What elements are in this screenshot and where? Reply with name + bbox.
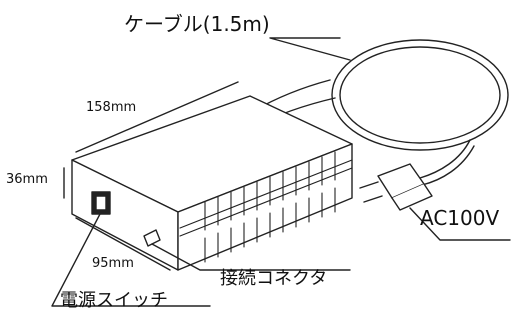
height-dimension: 36mm bbox=[6, 172, 48, 187]
length-dimension: 158mm bbox=[86, 100, 137, 115]
vent-slots bbox=[179, 151, 353, 263]
plug-cable-2 bbox=[421, 145, 475, 186]
connector-label: 接続コネクタ bbox=[220, 268, 328, 289]
plug-face bbox=[391, 183, 433, 211]
leader-plug bbox=[409, 207, 511, 241]
leader-switch bbox=[51, 213, 211, 307]
power-switch-label: 電源スイッチ bbox=[60, 290, 168, 311]
plug-cable bbox=[419, 139, 471, 179]
switch-rocker bbox=[95, 195, 107, 211]
leader-connector bbox=[151, 243, 351, 271]
ac-plug-label: AC100V bbox=[420, 206, 500, 230]
dim-line-width bbox=[75, 217, 171, 271]
cable-coil-inner bbox=[339, 46, 501, 144]
cable-label: ケーブル(1.5m) bbox=[124, 12, 270, 36]
dim-line-length bbox=[75, 81, 239, 153]
plug-prongs bbox=[359, 181, 383, 203]
connector-port bbox=[143, 229, 161, 247]
leader-cable bbox=[269, 37, 351, 61]
cable-coil-outer bbox=[331, 39, 509, 151]
width-dimension: 95mm bbox=[92, 256, 134, 271]
